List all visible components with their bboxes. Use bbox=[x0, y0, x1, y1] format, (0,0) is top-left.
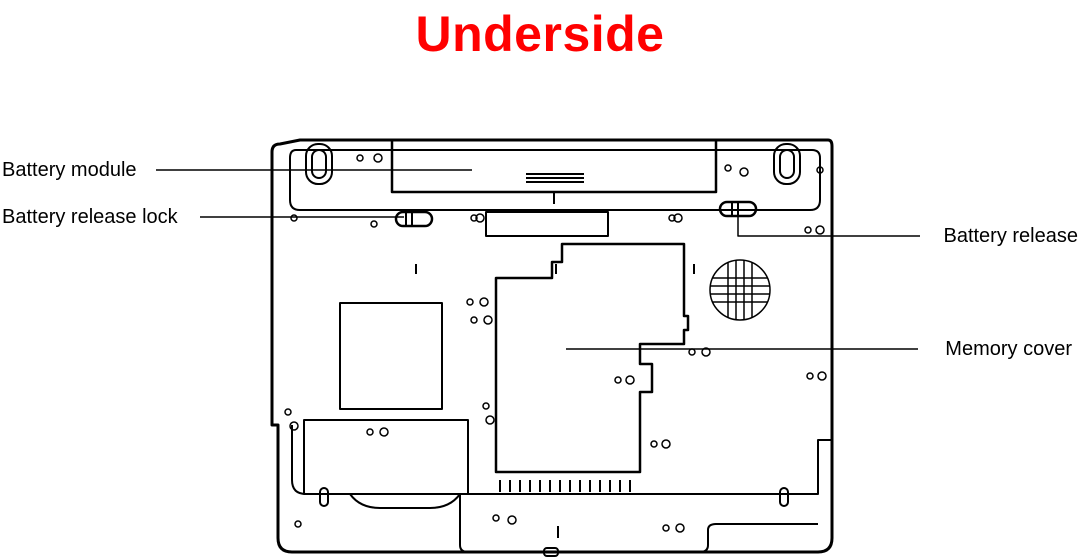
bottom-latch-panel bbox=[459, 494, 818, 553]
left-foot-slot-inner bbox=[311, 149, 327, 179]
pc-card-bay bbox=[303, 419, 469, 495]
foot-slot-right bbox=[779, 487, 789, 507]
fan-grille bbox=[709, 259, 771, 321]
right-foot-slot bbox=[773, 143, 801, 185]
label-battery-release: Battery release bbox=[943, 225, 1078, 247]
battery-bay-outline bbox=[289, 149, 821, 211]
page-title: Underside bbox=[415, 6, 665, 62]
lower-bay-outline bbox=[291, 425, 832, 495]
leader-battery-release bbox=[737, 209, 920, 237]
right-foot-slot-inner bbox=[779, 149, 795, 179]
screws bbox=[284, 153, 827, 533]
memory-cover bbox=[494, 242, 690, 474]
cooling-vent-slots bbox=[499, 480, 631, 492]
label-memory-cover: Memory cover bbox=[945, 338, 1072, 360]
foot-slot-bottom bbox=[543, 547, 559, 557]
laptop-chassis-outline bbox=[270, 138, 834, 554]
hdd-cover bbox=[339, 302, 443, 410]
left-foot-slot bbox=[305, 143, 333, 185]
docking-connector bbox=[485, 211, 609, 237]
battery-release-lock-switch[interactable] bbox=[394, 210, 434, 228]
battery-module bbox=[390, 138, 718, 204]
label-battery-module: Battery module bbox=[2, 159, 137, 181]
foot-slot-left bbox=[319, 487, 329, 507]
leader-lines bbox=[156, 169, 920, 350]
label-battery-release-lock: Battery release lock bbox=[2, 206, 178, 228]
front-latch bbox=[349, 493, 461, 509]
